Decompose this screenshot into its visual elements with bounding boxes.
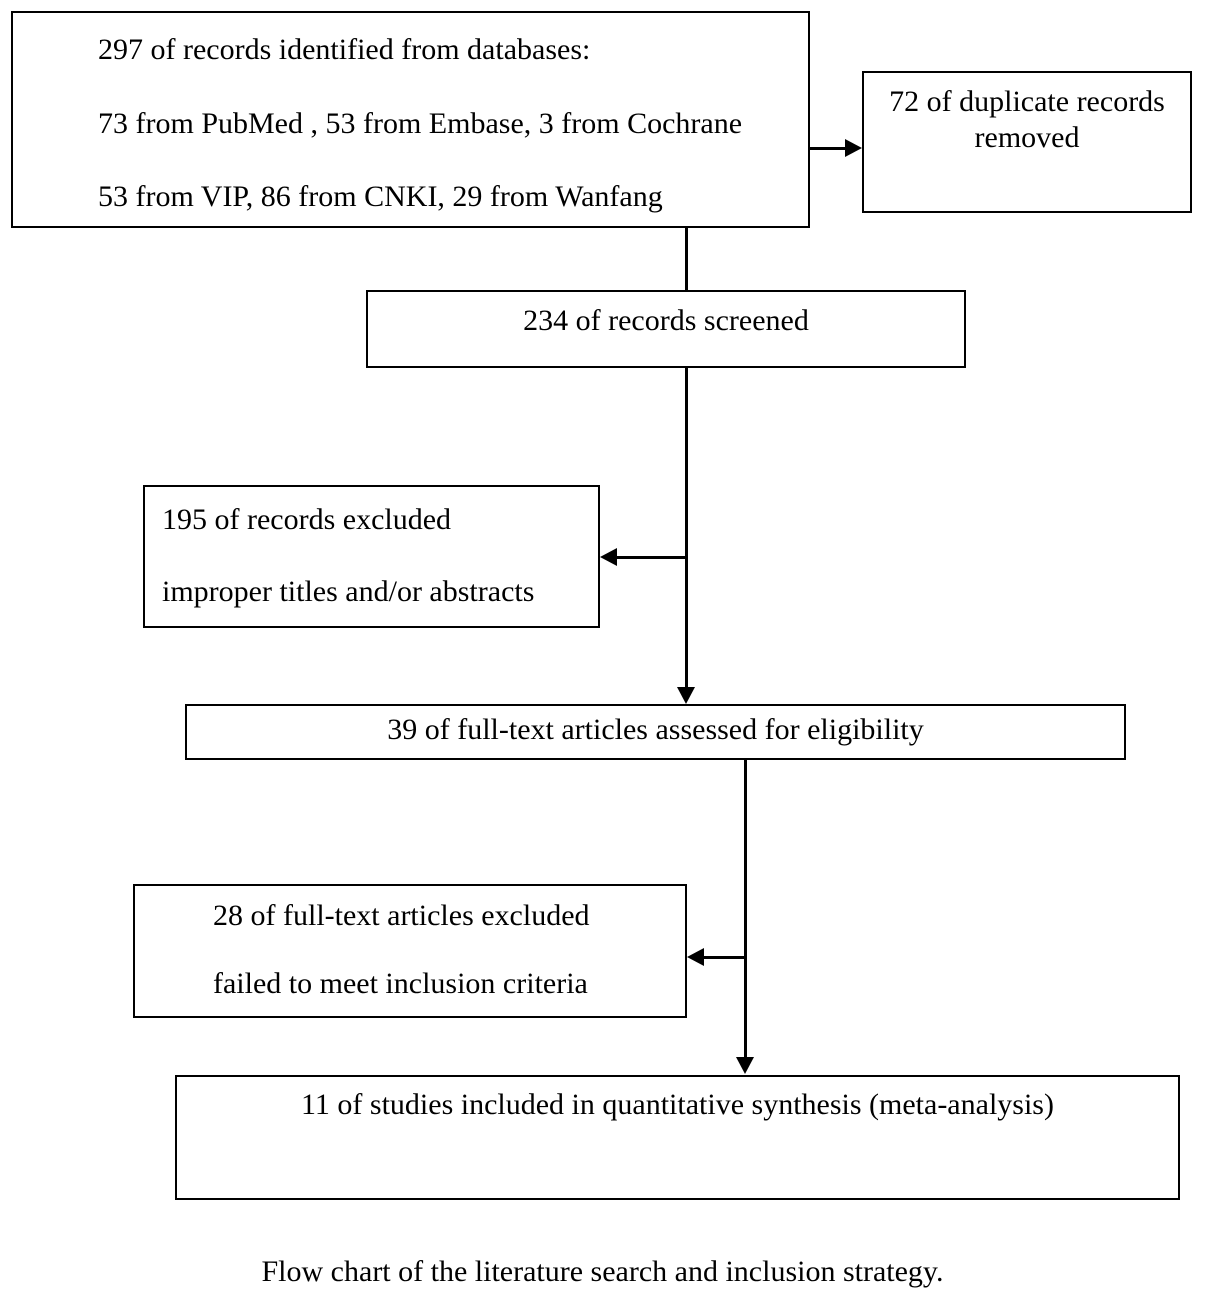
records-identified-line-1: 297 of records identified from databases… xyxy=(98,33,591,66)
studies-included-line-1: 11 of studies included in quantitative s… xyxy=(301,1088,1054,1121)
arrowhead-to-fulltext-excluded-icon xyxy=(687,948,704,966)
node-duplicates-removed: 72 of duplicate records removed xyxy=(862,71,1192,213)
duplicates-removed-line-2: removed xyxy=(974,121,1080,154)
connector-assessed-to-included xyxy=(744,760,747,1058)
node-records-excluded: 195 of records excluded improper titles … xyxy=(143,485,600,628)
records-excluded-line-2: improper titles and/or abstracts xyxy=(162,575,535,608)
arrowhead-to-records-excluded-icon xyxy=(600,548,617,566)
figure-caption: Flow chart of the literature search and … xyxy=(261,1255,944,1288)
records-screened-line-1: 234 of records screened xyxy=(523,304,809,337)
connector-screened-to-assessed xyxy=(685,368,688,688)
connector-identified-to-duplicates xyxy=(810,147,848,150)
node-fulltext-excluded: 28 of full-text articles excluded failed… xyxy=(133,884,687,1018)
records-excluded-line-1: 195 of records excluded xyxy=(162,503,452,536)
fulltext-excluded-line-1: 28 of full-text articles excluded xyxy=(213,899,590,932)
arrowhead-to-included-icon xyxy=(736,1057,754,1074)
arrowhead-to-assessed-icon xyxy=(677,687,695,704)
fulltext-assessed-line-1: 39 of full-text articles assessed for el… xyxy=(387,713,924,746)
connector-assessed-to-fulltext-excluded xyxy=(704,956,746,959)
records-identified-line-3: 53 from VIP, 86 from CNKI, 29 from Wanfa… xyxy=(98,180,663,213)
arrowhead-to-duplicates-icon xyxy=(845,139,862,157)
duplicates-removed-line-1: 72 of duplicate records xyxy=(889,85,1165,118)
connector-identified-to-screened xyxy=(685,228,688,291)
connector-screened-to-records-excluded xyxy=(617,556,687,559)
records-identified-line-2: 73 from PubMed , 53 from Embase, 3 from … xyxy=(98,107,743,140)
fulltext-excluded-line-2: failed to meet inclusion criteria xyxy=(213,967,588,1000)
node-records-identified: 297 of records identified from databases… xyxy=(11,11,810,228)
node-fulltext-assessed: 39 of full-text articles assessed for el… xyxy=(185,704,1126,760)
node-records-screened: 234 of records screened xyxy=(366,290,966,368)
node-studies-included: 11 of studies included in quantitative s… xyxy=(175,1075,1180,1200)
